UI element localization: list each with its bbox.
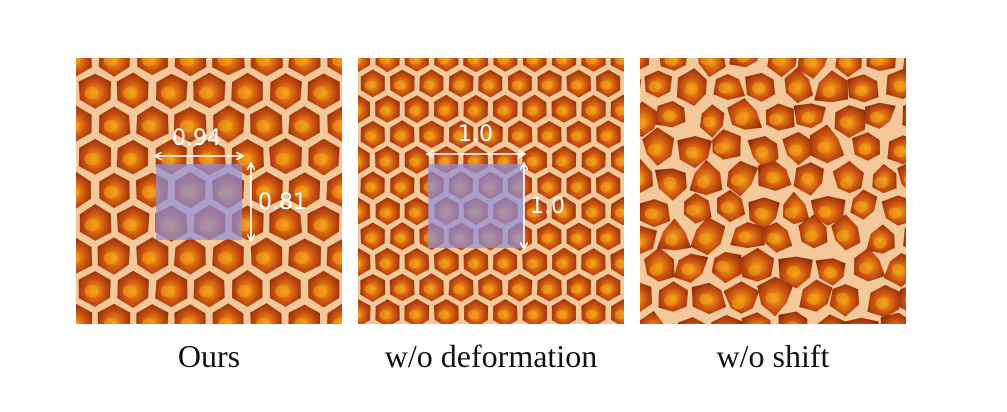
panel-wo-shift [640, 58, 906, 324]
honeycomb-texture-wo-deformation [358, 58, 624, 324]
honeycomb-texture-wo-shift [640, 58, 906, 324]
caption-wo-shift: w/o shift [716, 338, 830, 374]
caption-wo-deformation: w/o deformation [384, 338, 598, 374]
honeycomb-cells [640, 58, 906, 324]
width-ratio-label-ours: 0.94 [172, 126, 221, 151]
overlay-patch [428, 164, 524, 248]
honeycomb-texture-ours [76, 58, 342, 324]
caption-ours: Ours [177, 338, 241, 374]
panel-wo-deformation [358, 58, 624, 324]
honeycomb-cells [358, 58, 624, 324]
panel-ours [76, 58, 342, 324]
height-ratio-label-ours: 0.81 [258, 190, 307, 215]
width-ratio-label-wo-deformation: 1.0 [458, 122, 493, 147]
overlay-patch [156, 164, 242, 240]
height-ratio-label-wo-deformation: 1.0 [530, 194, 565, 219]
